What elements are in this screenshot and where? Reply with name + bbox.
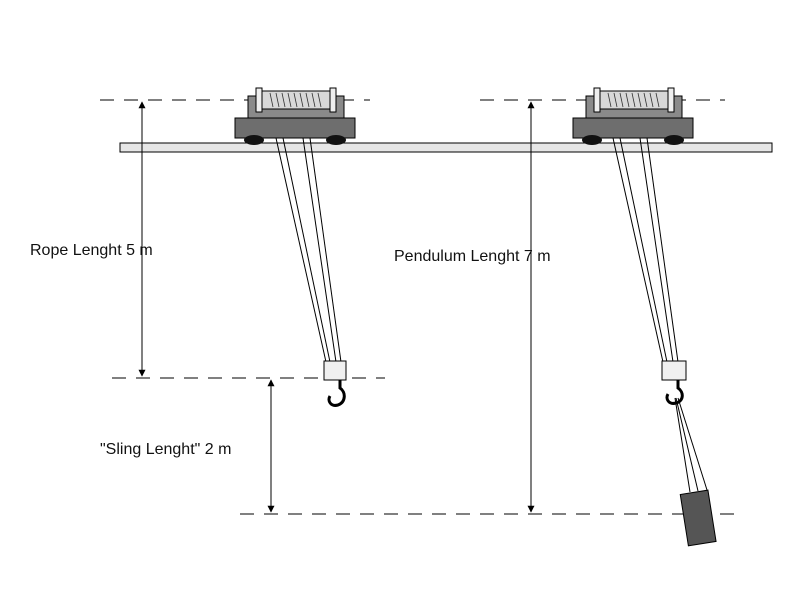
wheel-icon (664, 135, 684, 145)
load-weight (679, 489, 717, 547)
hook-icon (665, 380, 684, 405)
rope-length-label: Rope Lenght 5 m (30, 242, 153, 259)
hook-block-right (661, 360, 687, 381)
hook-icon (327, 380, 346, 407)
rope-left (275, 137, 342, 363)
sling-length-label: "Sling Lenght" 2 m (100, 441, 232, 458)
sling (674, 397, 708, 493)
trolley-body (234, 117, 356, 139)
trolley-left (234, 87, 356, 145)
crane-beam (119, 142, 773, 153)
wheel-icon (582, 135, 602, 145)
wheel-icon (326, 135, 346, 145)
trolley-body (572, 117, 694, 139)
hook-block-left (323, 360, 347, 381)
wheel-icon (244, 135, 264, 145)
trolley-right (572, 87, 694, 145)
rope-right (612, 137, 679, 363)
pendulum-length-label: Pendulum Lenght 7 m (394, 248, 551, 265)
